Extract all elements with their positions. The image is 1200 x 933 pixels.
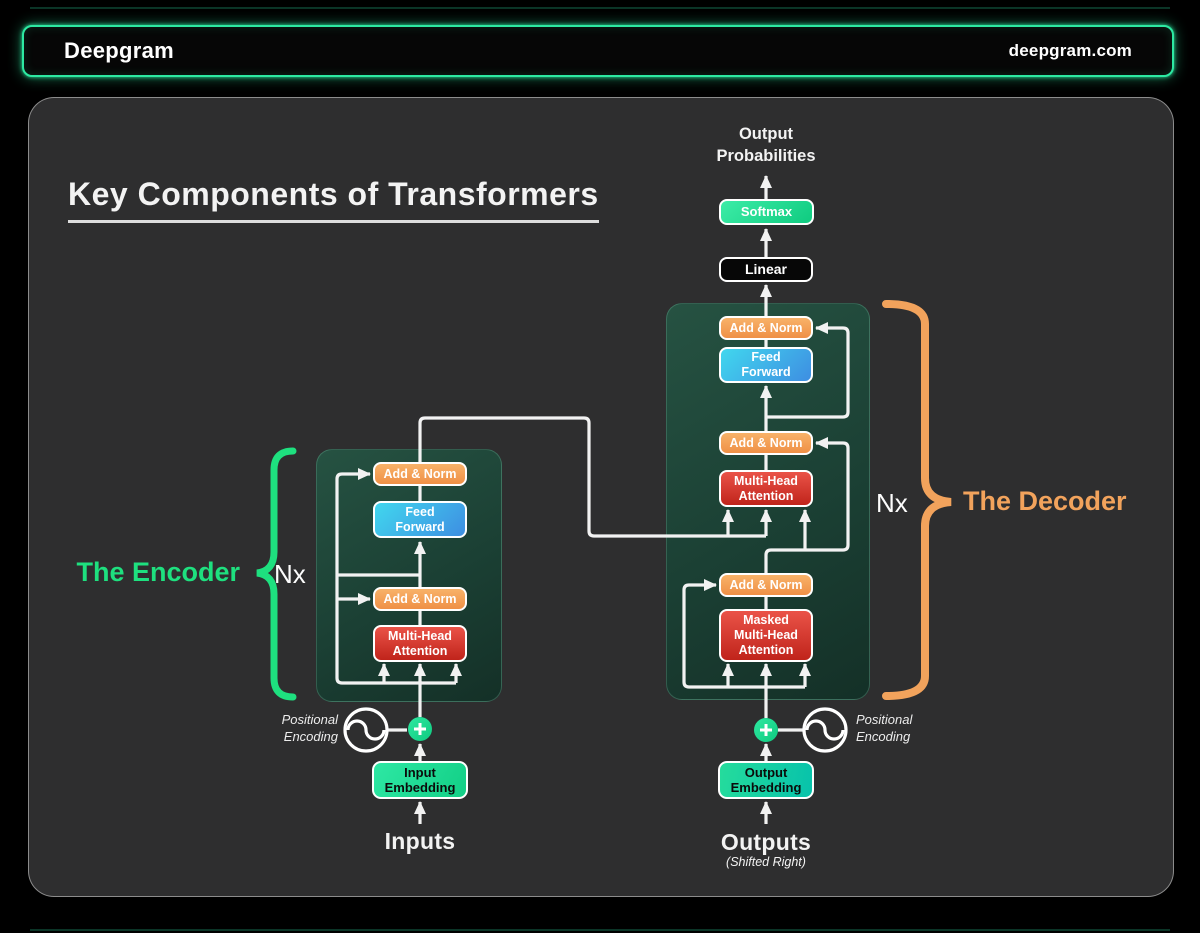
outputs-label: Outputs (720, 829, 812, 855)
decoder-add-norm-bottom-box: Add & Norm (719, 573, 813, 597)
positional-encoding-label-right: Positional Encoding (856, 712, 913, 744)
top-edge-glow (30, 7, 1170, 9)
decoder-masked-attention-box: Masked Multi-Head Attention (719, 609, 813, 662)
linear-box: Linear (719, 257, 813, 282)
encoder-feed-forward-box: Feed Forward (373, 501, 467, 538)
site-link[interactable]: deepgram.com (1008, 41, 1132, 60)
encoder-nx-label: Nx (274, 559, 306, 589)
decoder-add-norm-mid-box: Add & Norm (719, 431, 813, 455)
decoder-add-norm-top-box: Add & Norm (719, 316, 813, 340)
encoder-add-norm-top-box: Add & Norm (373, 462, 467, 486)
header-bar: Deepgram deepgram.com (22, 25, 1174, 77)
input-embedding-box: Input Embedding (372, 761, 468, 799)
decoder-feed-forward-box: Feed Forward (719, 347, 813, 383)
encoder-add-norm-bottom-box: Add & Norm (373, 587, 467, 611)
decoder-multi-head-attention-box: Multi-Head Attention (719, 470, 813, 507)
bottom-edge-glow (30, 929, 1170, 931)
encoder-section-label: The Encoder (76, 557, 240, 587)
decoder-section-label: The Decoder (963, 486, 1127, 516)
shifted-right-label: (Shifted Right) (726, 855, 806, 869)
softmax-box: Softmax (719, 199, 814, 225)
deepgram-logo: Deepgram (64, 38, 174, 63)
inputs-label: Inputs (384, 828, 456, 854)
output-probabilities-label: Output Probabilities (716, 125, 816, 165)
page-title: Key Components of Transformers (68, 176, 599, 223)
positional-encoding-label-left: Positional Encoding (281, 712, 338, 744)
encoder-multi-head-attention-box: Multi-Head Attention (373, 625, 467, 662)
decoder-nx-label: Nx (876, 488, 908, 518)
output-embedding-box: Output Embedding (718, 761, 814, 799)
encoder-container (316, 449, 502, 702)
